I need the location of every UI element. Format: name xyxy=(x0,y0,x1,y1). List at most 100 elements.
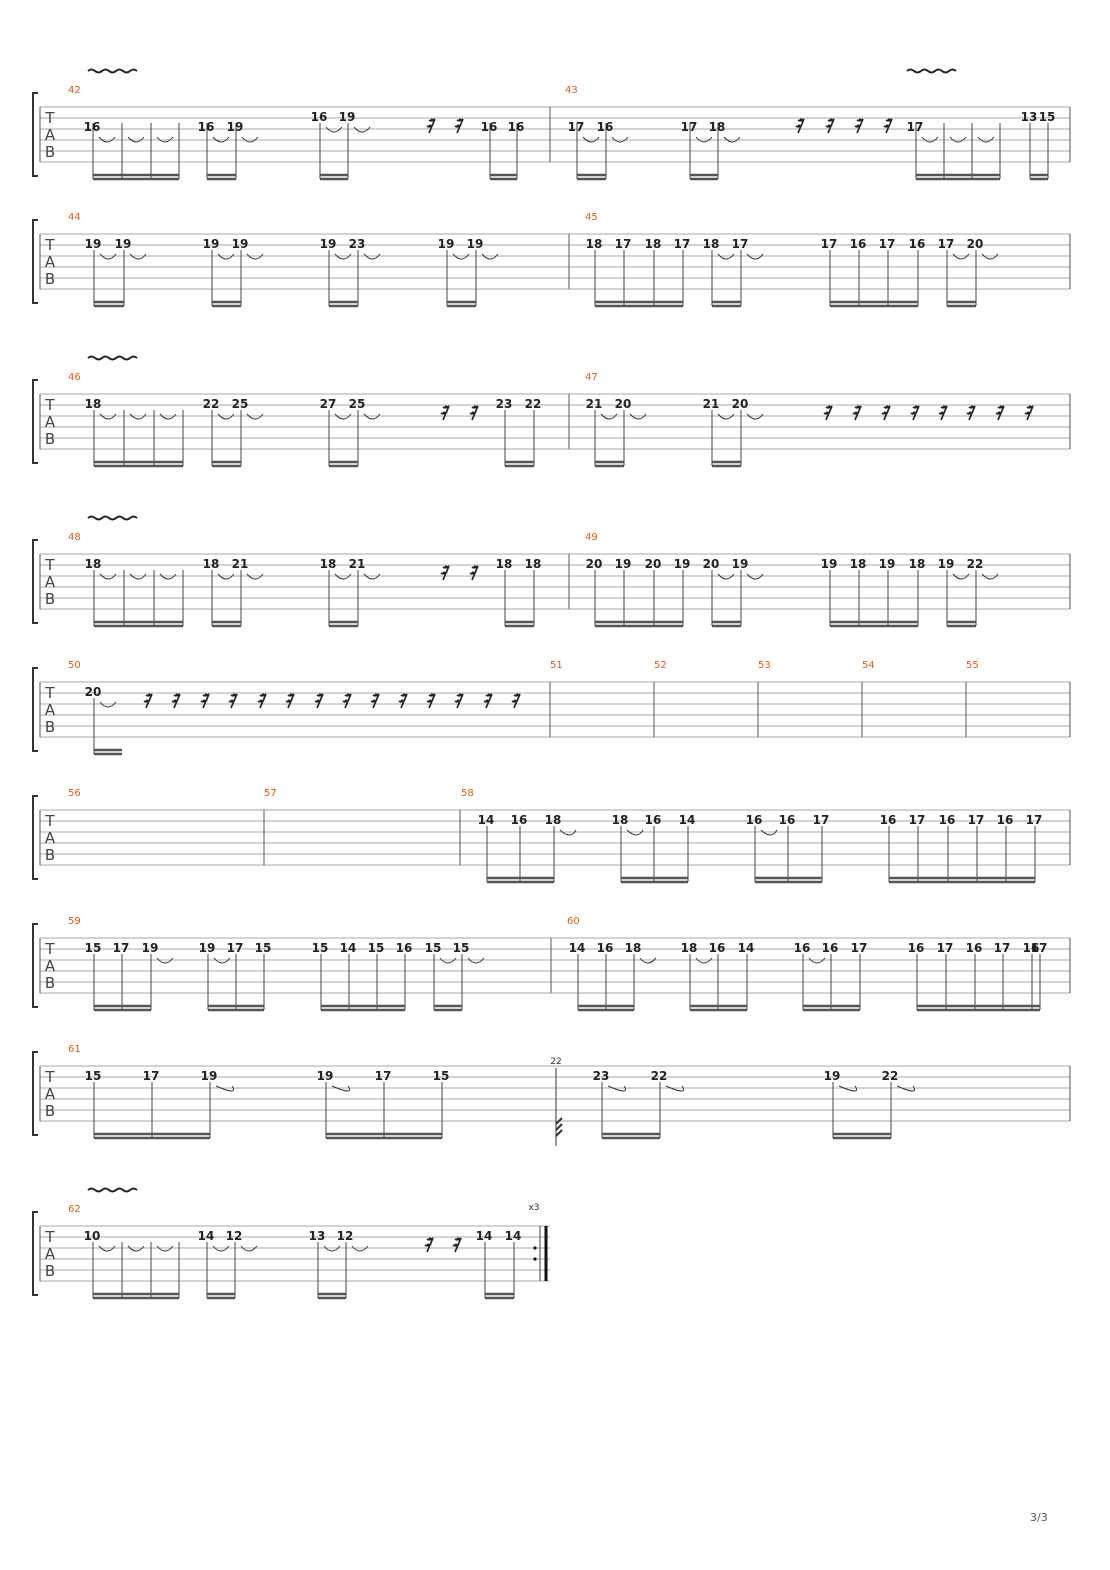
tie xyxy=(129,413,147,420)
fret-number: 17 xyxy=(968,813,985,827)
fret-number: 16 xyxy=(794,941,811,955)
system-bracket xyxy=(32,667,38,752)
tie xyxy=(981,253,999,260)
rest-dot xyxy=(428,699,432,703)
rest-dot xyxy=(400,699,404,703)
rest-dot xyxy=(456,1237,460,1241)
tab-clef-letter: A xyxy=(45,701,56,719)
fret-number: 15 xyxy=(1039,110,1056,124)
measure-number: 58 xyxy=(461,788,474,799)
measure-number: 47 xyxy=(585,372,598,383)
fret-number: 17 xyxy=(732,237,749,251)
rest-dot xyxy=(968,411,972,415)
tab-clef-letter: T xyxy=(44,556,55,574)
rest-dot xyxy=(202,699,206,703)
measure-number: 46 xyxy=(68,372,81,383)
tie xyxy=(156,136,174,143)
rest-dot xyxy=(885,124,889,128)
system-bracket xyxy=(32,1051,38,1136)
tie xyxy=(607,1085,627,1092)
tie xyxy=(363,573,381,580)
fret-number: 12 xyxy=(337,1229,354,1243)
tie xyxy=(127,1245,145,1252)
tie xyxy=(626,829,644,836)
fret-number: 16 xyxy=(909,237,926,251)
rest-dot xyxy=(458,693,462,697)
tab-clef-letter: T xyxy=(44,812,55,830)
rest-dot xyxy=(856,405,860,409)
system-bracket xyxy=(32,923,38,1008)
rest-dot xyxy=(428,1237,432,1241)
tie xyxy=(439,957,457,964)
tie xyxy=(717,253,735,260)
fret-number: 16 xyxy=(597,941,614,955)
fret-number: 18 xyxy=(645,237,662,251)
measure-number: 45 xyxy=(585,212,598,223)
tab-clef-letter: A xyxy=(45,829,56,847)
rest-dot xyxy=(316,699,320,703)
tie xyxy=(159,413,177,420)
fret-number: 17 xyxy=(909,813,926,827)
tie xyxy=(240,1245,258,1252)
fret-number: 17 xyxy=(851,941,868,955)
rest-dot xyxy=(232,693,236,697)
fret-number: 20 xyxy=(732,397,749,411)
rest-dot xyxy=(147,693,151,697)
tie xyxy=(600,413,618,420)
fret-number: 16 xyxy=(597,120,614,134)
fret-number: 13 xyxy=(1021,110,1038,124)
rest-dot xyxy=(827,124,831,128)
fret-number: 19 xyxy=(227,120,244,134)
system-bracket xyxy=(32,1211,38,1296)
fret-number: 20 xyxy=(615,397,632,411)
tie xyxy=(129,253,147,260)
tie xyxy=(351,1245,369,1252)
fret-number: 14 xyxy=(476,1229,493,1243)
fret-number: 16 xyxy=(84,120,101,134)
fret-number: 15 xyxy=(368,941,385,955)
fret-number: 18 xyxy=(85,397,102,411)
fret-number: 22 xyxy=(651,1069,668,1083)
fret-number: 17 xyxy=(1026,813,1043,827)
tab-clef-letter: A xyxy=(45,1085,56,1103)
fret-number: 19 xyxy=(203,237,220,251)
rest-dot xyxy=(829,118,833,122)
measure-number: 48 xyxy=(68,532,81,543)
rest-dot xyxy=(344,699,348,703)
fret-number: 14 xyxy=(569,941,586,955)
tie xyxy=(611,136,629,143)
rest-dot xyxy=(797,124,801,128)
rest-dot xyxy=(473,565,477,569)
fret-number: 15 xyxy=(85,1069,102,1083)
fret-number: 22 xyxy=(967,557,984,571)
fret-number: 16 xyxy=(822,941,839,955)
measure-number: 50 xyxy=(68,660,81,671)
fret-number: 20 xyxy=(967,237,984,251)
fret-number: 19 xyxy=(615,557,632,571)
fret-number: 14 xyxy=(198,1229,215,1243)
fret-number: 21 xyxy=(349,557,366,571)
tab-clef-letter: T xyxy=(44,684,55,702)
system-bracket xyxy=(32,219,38,304)
fret-number: 16 xyxy=(481,120,498,134)
tie xyxy=(99,413,117,420)
measure-number: 53 xyxy=(758,660,771,671)
tie xyxy=(159,573,177,580)
page-number: 3/3 xyxy=(1030,1511,1048,1524)
rest-dot xyxy=(145,699,149,703)
rest-dot xyxy=(858,118,862,122)
system-bracket xyxy=(32,539,38,624)
tab-clef-letter: T xyxy=(44,1068,55,1086)
tie xyxy=(746,253,764,260)
rest-dot xyxy=(442,571,446,575)
rest-dot xyxy=(346,693,350,697)
measure-number: 49 xyxy=(585,532,598,543)
fret-number: 19 xyxy=(674,557,691,571)
fret-number: 17 xyxy=(375,1069,392,1083)
fret-number: 16 xyxy=(966,941,983,955)
tie xyxy=(559,829,577,836)
measure-number: 54 xyxy=(862,660,875,671)
rest-dot xyxy=(426,1243,430,1247)
